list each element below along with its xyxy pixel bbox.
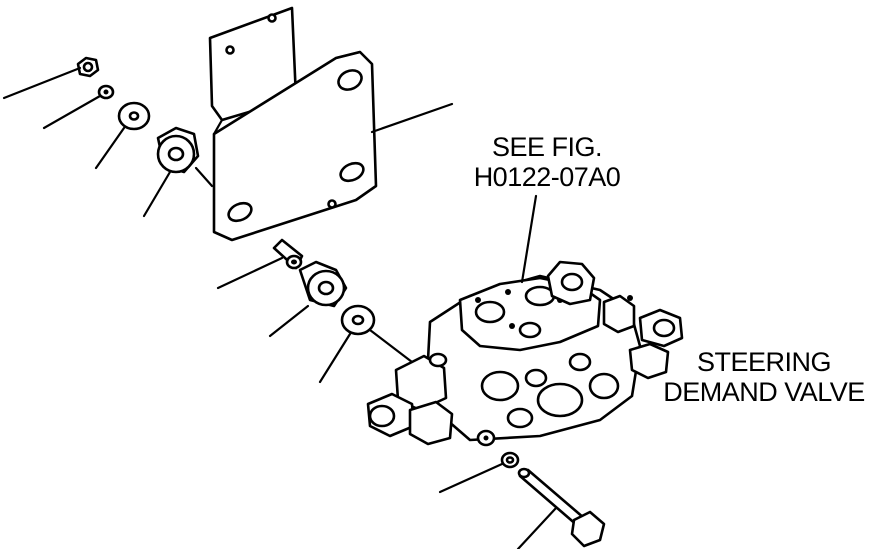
- spacer-leader: [216, 256, 284, 290]
- steering-line2: DEMAND VALVE: [663, 377, 865, 407]
- flat-washer-top: [117, 101, 151, 131]
- steering-line1: STEERING: [696, 347, 832, 377]
- flat-washer-lower: [340, 304, 376, 336]
- lock-washer: [97, 84, 115, 100]
- nut: [76, 56, 100, 78]
- flat-washer-lower-leader: [318, 332, 352, 384]
- rubber-mount-top: [156, 126, 200, 174]
- see-fig-line2: H0122-07A0: [473, 162, 621, 192]
- bolt: [517, 467, 606, 548]
- nut-leader: [2, 66, 82, 100]
- spacer-sleeve: [272, 238, 304, 270]
- see-fig-line1: SEE FIG.: [491, 132, 603, 162]
- lock-washer-leader: [42, 94, 102, 130]
- rubber-mount-lower: [298, 260, 348, 308]
- see-fig-callout: SEE FIG. H0122-07A0: [452, 132, 642, 192]
- mounting-bracket: [208, 6, 378, 242]
- flat-washer-leader: [94, 126, 126, 170]
- bracket-leader: [370, 102, 454, 134]
- rubber-mount-lower-leader: [268, 304, 310, 338]
- washer-bottom: [500, 451, 520, 469]
- bolt-leader: [516, 506, 558, 549]
- rubber-mount-leader: [142, 170, 172, 218]
- washer-bottom-leader: [438, 462, 504, 494]
- see-fig-leader: [520, 194, 538, 284]
- steering-demand-valve: [366, 260, 684, 447]
- steering-demand-valve-label: STEERING DEMAND VALVE: [652, 347, 876, 407]
